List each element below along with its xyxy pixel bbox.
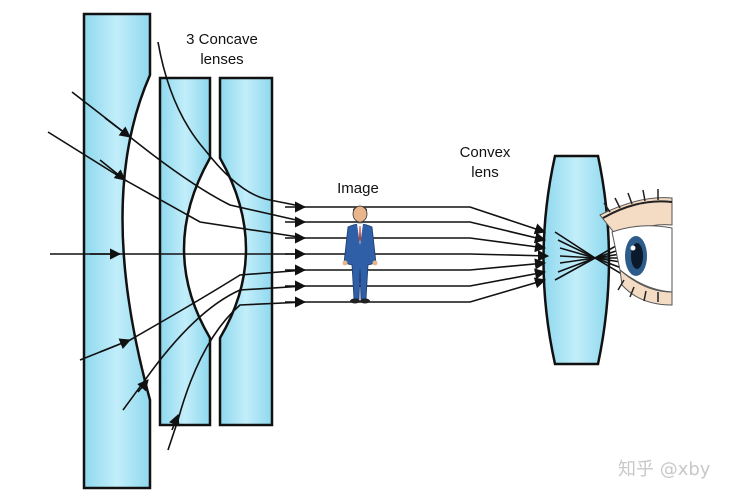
concave-lens-1	[82, 12, 152, 490]
eye-icon	[599, 189, 673, 306]
ray-7	[167, 277, 547, 451]
concave-label-line-2: lenses	[200, 51, 244, 68]
ray-1	[157, 41, 547, 235]
person-in-suit-icon	[342, 205, 378, 304]
convex-lens-label: Convex lens	[450, 143, 520, 183]
ray-2	[71, 91, 547, 244]
concave-lens-3	[218, 76, 274, 427]
concave-lens-2	[158, 76, 212, 427]
concave-label-line-1: 3 Concave	[186, 31, 258, 48]
image-label: Image	[337, 180, 379, 197]
watermark: 知乎 @xby	[618, 459, 711, 480]
ray-3	[47, 131, 547, 253]
ray-5	[79, 258, 547, 361]
concave-lenses-label: 3 Concave lenses	[170, 30, 274, 70]
ray-6	[122, 268, 547, 411]
convex-label-line-2: lens	[471, 164, 499, 181]
convex-label-line-1: Convex	[459, 144, 511, 161]
